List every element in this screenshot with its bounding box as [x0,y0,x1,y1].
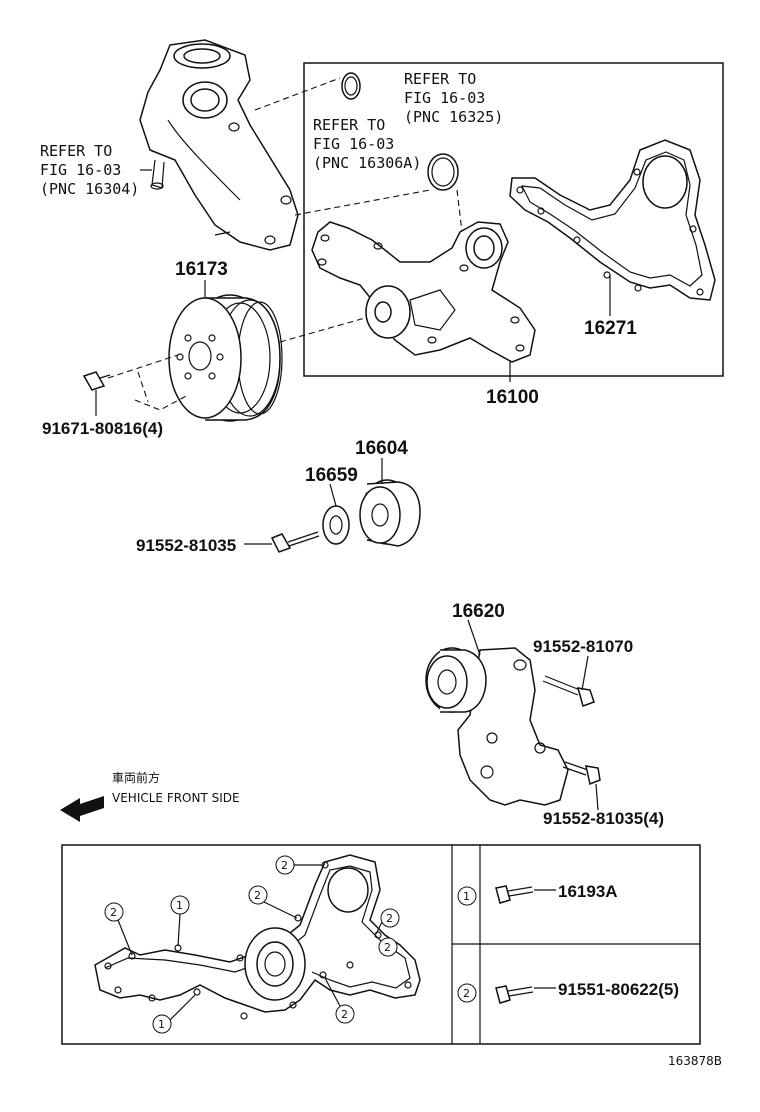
pump-bolt-location-view [94,854,421,1020]
refer-16306a-line1: REFER TO [313,116,385,134]
idler-pulley-16604 [359,479,421,547]
refer-16304-line3: (PNC 16304) [40,180,139,198]
bolt-91552-81070 [542,675,595,707]
callout-1a: 1 [176,899,183,912]
label-16271: 16271 [584,318,637,339]
bolt-16193a [495,885,534,904]
callout-2b: 2 [281,859,288,872]
legend-part-16193a: 16193A [558,882,618,901]
label-91552-81070: 91552-81070 [533,637,633,656]
refer-16306a-line3: (PNC 16306A) [313,154,421,172]
callout-1b: 1 [158,1018,165,1031]
bolt-91552-81035-4 [562,761,601,786]
label-16173: 16173 [175,259,228,280]
callout-2e: 2 [384,941,391,954]
front-label-jp: 車両前方 [112,770,160,785]
tensioner-16620 [425,647,569,806]
legend-num-1: 1 [463,890,470,903]
bolt-91671 [82,371,111,391]
callout-2d: 2 [386,912,393,925]
refer-16325-line3: (PNC 16325) [404,108,503,126]
label-91552-81035-4: 91552-81035(4) [543,809,664,828]
refer-16304-line2: FIG 16-03 [40,161,121,179]
water-pump-assy-frame [303,62,724,377]
callout-circles [104,855,477,1034]
label-91552-81035: 91552-81035 [136,536,236,555]
label-16604: 16604 [355,438,408,459]
label-91671-80816: 91671-80816(4) [42,419,163,438]
front-label-en: VEHICLE FRONT SIDE [112,791,240,805]
bolt-91552-81035 [270,531,320,553]
label-16659: 16659 [305,465,358,486]
refer-16306a-line2: FIG 16-03 [313,135,394,153]
label-16100: 16100 [486,387,539,408]
washer-16659 [322,505,350,545]
refer-16325-line2: FIG 16-03 [404,89,485,107]
pulley-16173 [168,294,283,422]
callout-2c: 2 [254,889,261,902]
front-arrow-icon [60,796,104,822]
callout-2f: 2 [341,1008,348,1021]
figure-id: 163878B [668,1054,722,1068]
refer-16325-line1: REFER TO [404,70,476,88]
callout-2a: 2 [110,906,117,919]
water-inlet-housing [139,39,299,251]
bolt-91551-80622 [495,985,534,1004]
o-ring-large [427,153,459,191]
legend-num-2: 2 [463,987,470,1000]
refer-16304-line1: REFER TO [40,142,112,160]
water-pump-body [311,221,536,363]
label-16620: 16620 [452,601,505,622]
legend-part-91551-80622: 91551-80622(5) [558,980,679,999]
gasket-16271 [509,139,716,301]
